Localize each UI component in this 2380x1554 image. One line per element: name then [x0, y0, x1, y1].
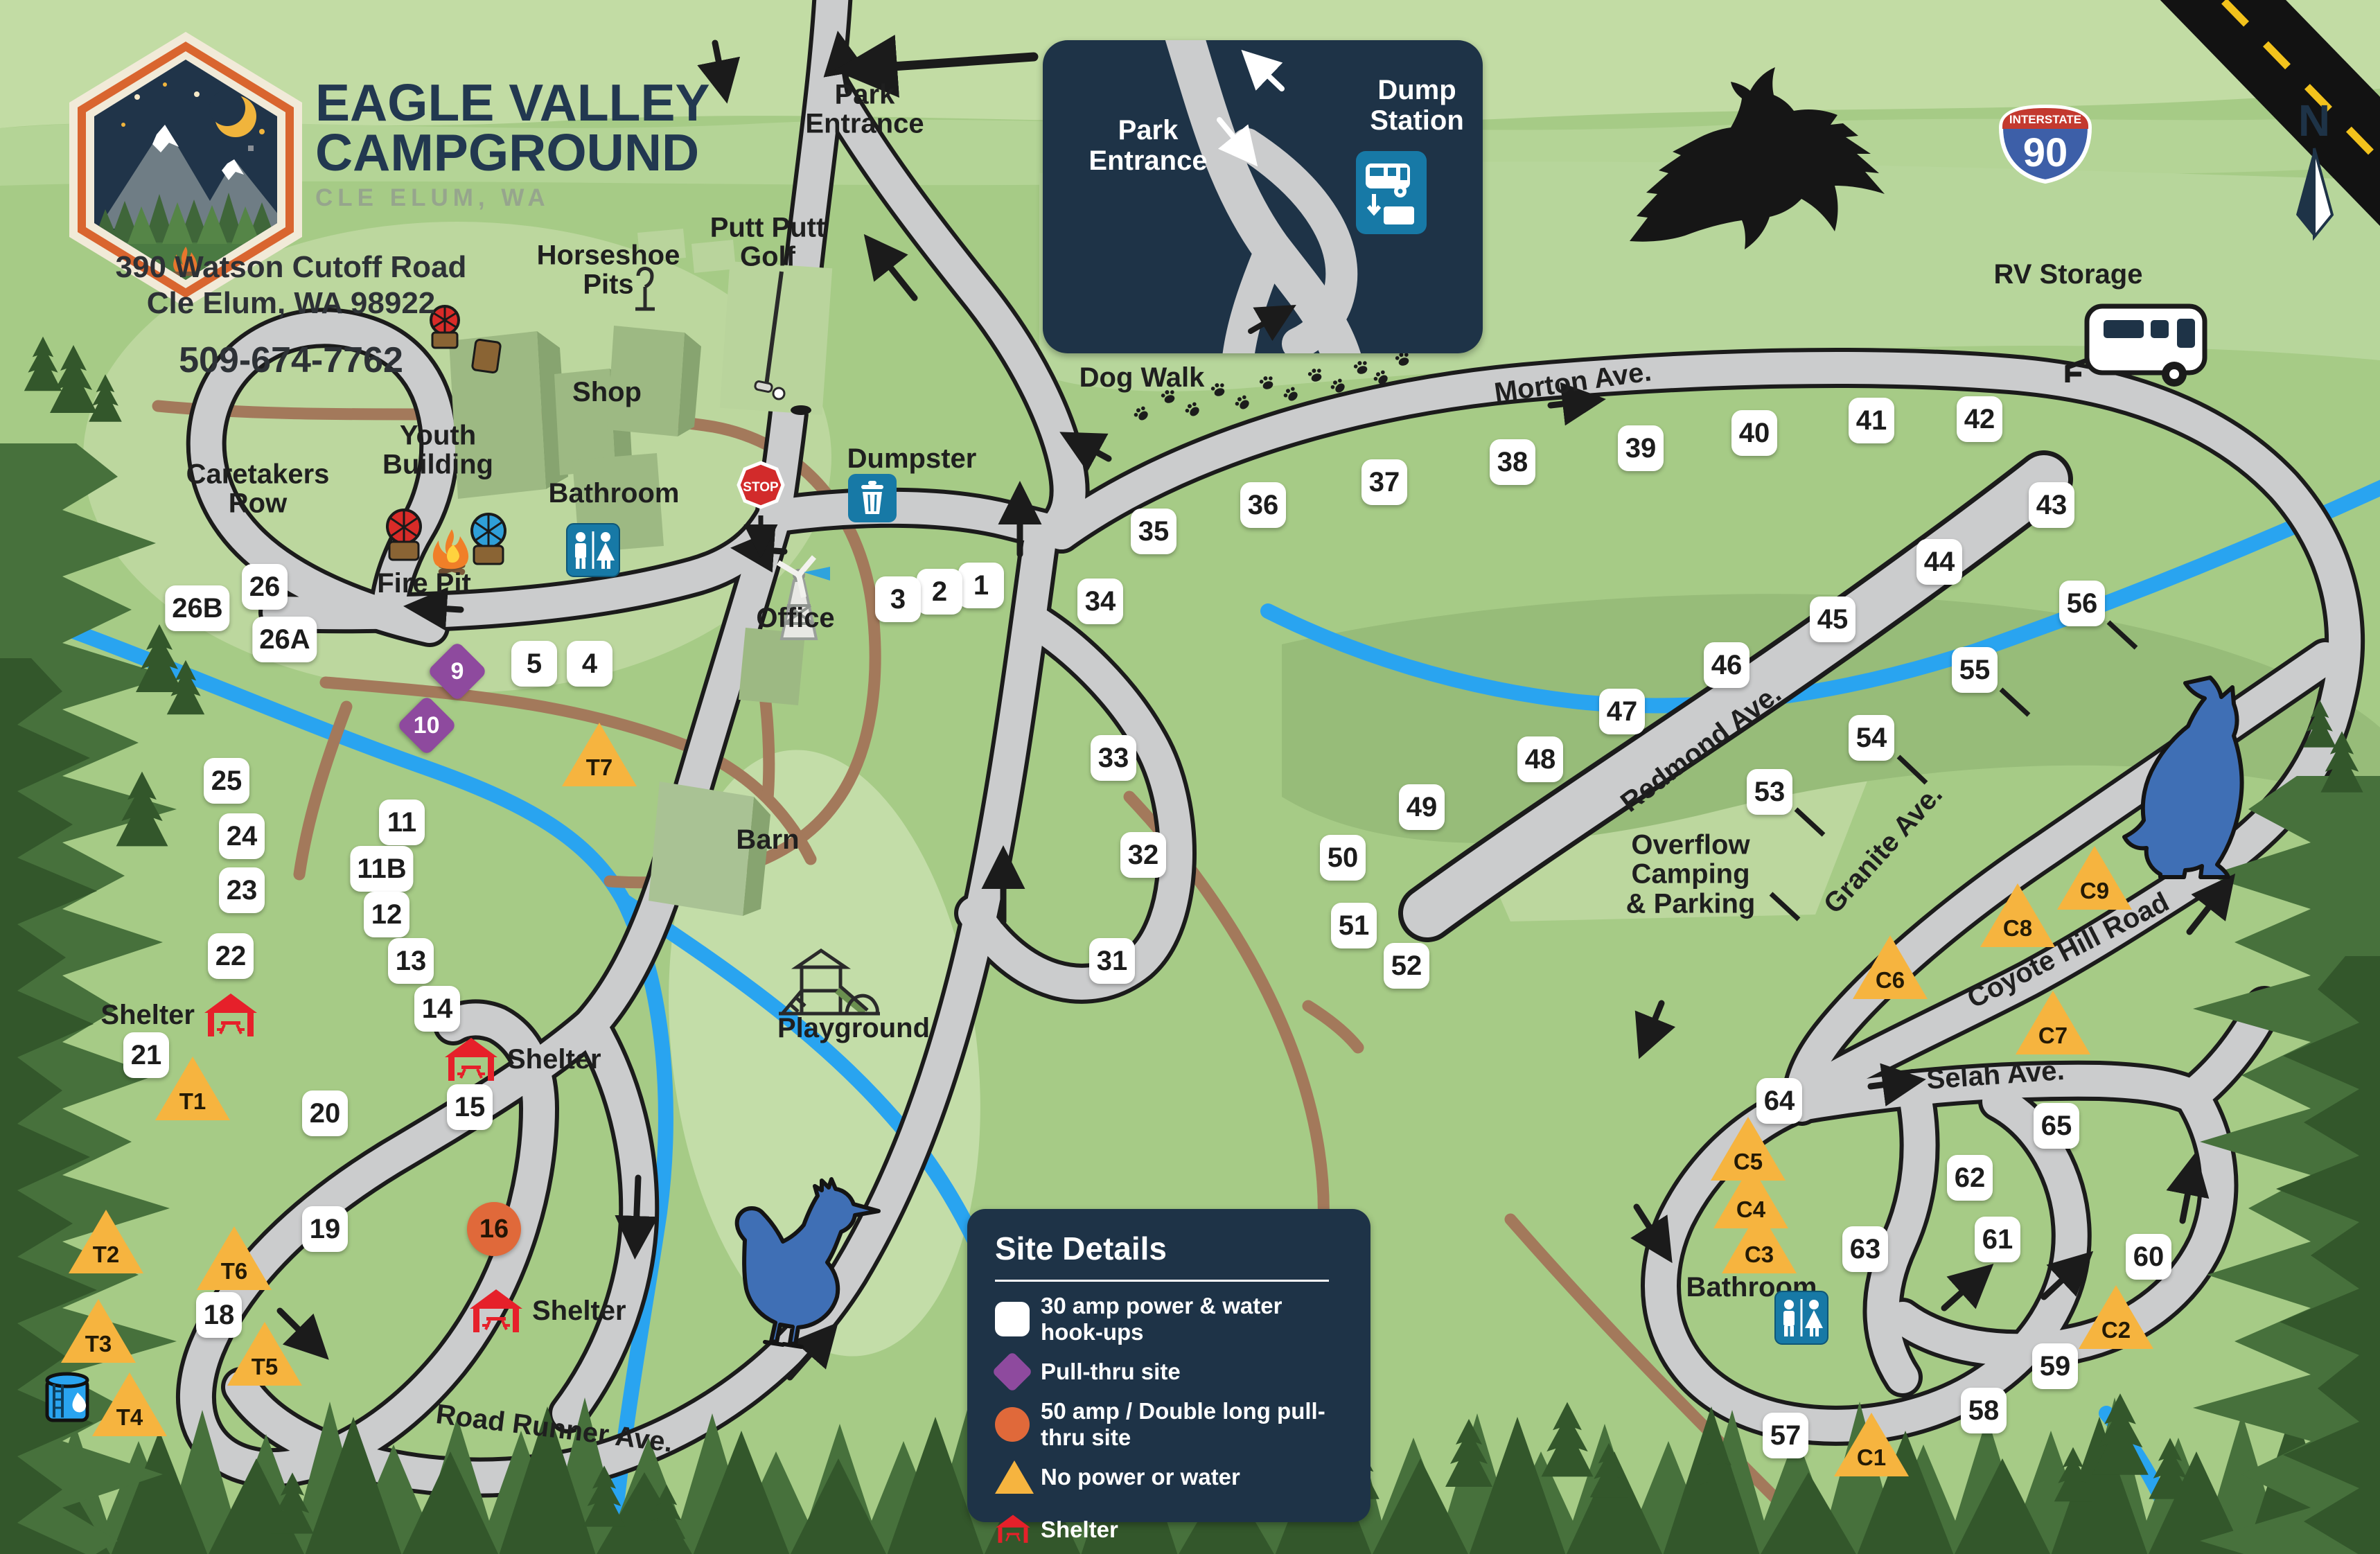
legend-title: Site Details	[995, 1230, 1167, 1266]
svg-text:STOP: STOP	[743, 480, 779, 495]
campground-subtitle: CLE ELUM, WA	[315, 184, 550, 211]
roadrunner-icon	[734, 1177, 881, 1349]
buildings	[449, 229, 833, 916]
phone-number: 509-674-7762	[179, 339, 403, 380]
coyote-icon	[2122, 676, 2244, 879]
camp-chairs-icon	[430, 305, 502, 374]
legend-item-pull50: 50 amp / Double long pull-thru site	[995, 1398, 1343, 1450]
rv-icon	[2065, 303, 2207, 387]
site-details-legend: Site Details 30 amp power & water hook-u…	[967, 1209, 1370, 1543]
playground-icon	[779, 948, 880, 1016]
horseshoe-icon	[635, 267, 655, 311]
fire-pit-icon	[386, 509, 506, 575]
eagle-icon	[1630, 67, 1885, 249]
interstate-90-shield: INTERSTATE 90	[1998, 104, 2092, 184]
pull50-icon	[995, 1407, 1030, 1442]
campground-name-line1: EAGLE VALLEY	[315, 73, 710, 132]
tent-icon	[995, 1460, 1034, 1494]
legend-divider	[995, 1280, 1329, 1282]
legend-item-pullthru: Pull-thru site	[991, 1351, 1343, 1393]
golf-icon	[754, 271, 811, 415]
legend-item-power30: 30 amp power & water hook-ups	[995, 1293, 1343, 1345]
logo-badge	[69, 32, 302, 308]
shelter-icon	[996, 1515, 1030, 1543]
logo	[61, 28, 310, 315]
svg-text:INTERSTATE: INTERSTATE	[2009, 113, 2081, 126]
i90-highway	[2160, 0, 2380, 227]
inset-dump-station-label: Dump Station	[1370, 75, 1464, 136]
legend-item-shelter: Shelter	[995, 1510, 1343, 1549]
logo-text: EAGLE VALLEY CAMPGROUND CLE ELUM, WA	[315, 73, 710, 212]
svg-text:N: N	[2298, 96, 2330, 145]
svg-text:90: 90	[2023, 130, 2068, 175]
entrance-inset: Park Entrance Dump Station	[1043, 40, 1483, 353]
overflow-parking-ticks	[1769, 620, 2138, 921]
pullthru-icon	[991, 1351, 1033, 1393]
inset-park-entrance-label: Park Entrance	[1088, 115, 1208, 176]
dumpster-icon	[848, 474, 897, 522]
address-line2: Cle Elum, WA 98922	[146, 285, 436, 320]
legend-item-tent: No power or water	[995, 1458, 1343, 1496]
dump-station-icon	[1356, 151, 1427, 234]
power30-icon	[995, 1302, 1030, 1336]
windmill-icon	[776, 555, 830, 640]
water-tank-icon	[45, 1372, 89, 1422]
compass-icon: N	[2296, 96, 2334, 241]
forest	[0, 336, 2380, 1554]
inset-roads	[1162, 40, 1427, 353]
stop-sign-icon: STOP	[737, 461, 785, 558]
map-art: STOP	[45, 67, 2334, 1422]
address-line1: 390 Watson Cutoff Road	[115, 250, 467, 284]
contact-block: 390 Watson Cutoff Road Cle Elum, WA 9892…	[83, 249, 499, 381]
inset-pointer-arrow	[834, 35, 1039, 98]
campground-name-line2: CAMPGROUND	[315, 123, 700, 182]
